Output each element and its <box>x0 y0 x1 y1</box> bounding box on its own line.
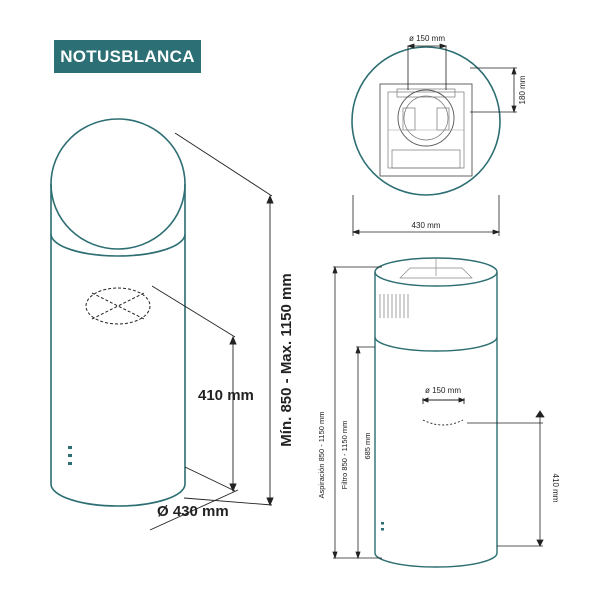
brand-name: NOTUSBLANCA <box>60 46 195 66</box>
side-outlet-height-label: 410 mm <box>551 474 560 503</box>
aspiration-label: Aspiración 850 - 1150 mm <box>317 412 326 499</box>
side-vent-grille <box>379 294 409 318</box>
top-dimension-lines <box>351 43 517 236</box>
main-dimension-lines <box>149 132 274 531</box>
main-hood-body <box>50 184 186 507</box>
top-depth-label: 180 mm <box>518 75 527 104</box>
top-width-label: 430 mm <box>412 221 441 230</box>
control-light-2 <box>68 454 72 457</box>
main-diameter-label: Ø 430 mm <box>157 503 229 520</box>
side-view <box>374 257 498 568</box>
top-view-frame <box>379 83 473 177</box>
main-hood-vent <box>85 287 151 325</box>
top-view <box>351 46 501 196</box>
main-hood-vent-cross <box>91 292 145 320</box>
side-view-body <box>374 272 498 568</box>
side-dimension-lines <box>332 265 545 560</box>
filter-label: Filtro 850 - 1150 mm <box>340 421 349 490</box>
side-view-seam <box>374 336 498 352</box>
side-outlet <box>421 397 466 426</box>
main-hood-seam <box>50 233 186 257</box>
control-light-3 <box>68 462 72 465</box>
top-view-outline <box>351 46 501 196</box>
control-light-1 <box>68 446 72 449</box>
top-duct-diameter-label: ø 150 mm <box>409 34 445 43</box>
side-duct-diameter-label: ø 150 mm <box>425 386 461 395</box>
brand-badge: NOTUSBLANCA <box>54 40 201 73</box>
height-range-label: Mín. 850 - Max. 1150 mm <box>278 273 295 446</box>
lower-height-label: 685 mm <box>363 432 372 459</box>
main-hood-view <box>50 118 186 507</box>
top-view-duct <box>397 89 455 147</box>
main-hood-top <box>50 118 186 250</box>
main-outlet-height-label: 410 mm <box>198 387 254 404</box>
